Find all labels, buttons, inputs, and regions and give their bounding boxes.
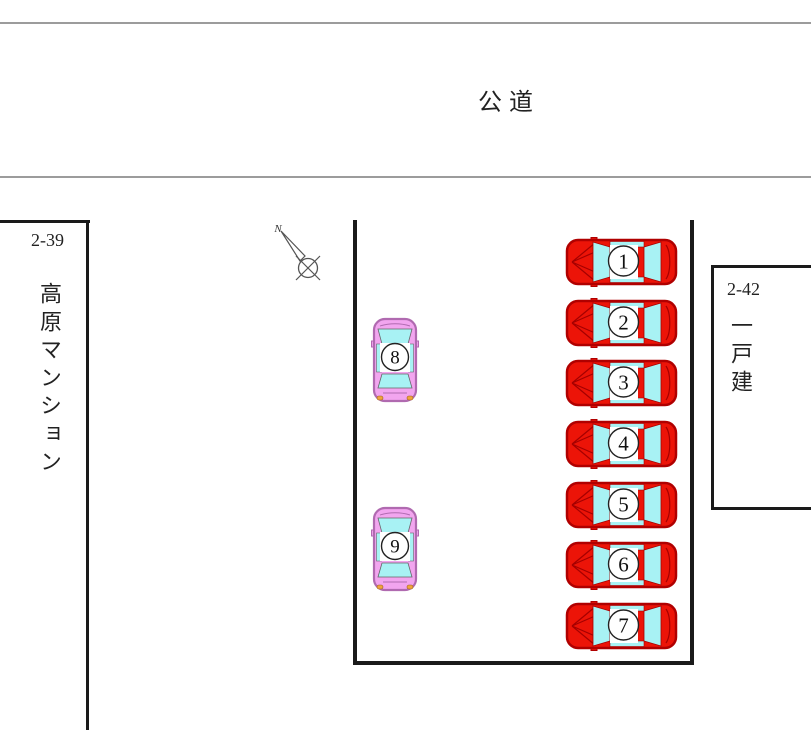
left-building-lot-number: 2-39 bbox=[31, 230, 64, 250]
lot-bottom-boundary bbox=[353, 661, 694, 665]
compass-circle bbox=[297, 257, 319, 279]
lot-right-boundary bbox=[690, 220, 694, 665]
right-building-name: 一戸建 bbox=[728, 314, 753, 398]
compass-north-arrow: N bbox=[273, 223, 321, 281]
parking-spot-car-8: 8 bbox=[371, 317, 419, 403]
parking-spot-car-5: 5 bbox=[565, 480, 678, 530]
road-edge-line-top bbox=[0, 22, 811, 24]
road-label: 公道 bbox=[478, 90, 540, 116]
left-building-top-wall bbox=[0, 220, 90, 223]
left-building-name: 高原マンション bbox=[37, 282, 62, 478]
spot-number: 5 bbox=[618, 493, 629, 517]
lot-left-boundary bbox=[353, 220, 357, 665]
parking-spot-car-2: 2 bbox=[565, 298, 678, 348]
parking-spot-car-6: 6 bbox=[565, 540, 678, 590]
parking-spot-car-7: 7 bbox=[565, 601, 678, 651]
spot-number: 1 bbox=[618, 250, 629, 274]
spot-number: 3 bbox=[618, 371, 629, 395]
compass-cross-line bbox=[295, 255, 321, 281]
spot-number: 8 bbox=[390, 348, 400, 369]
compass-north-label: N bbox=[273, 223, 282, 235]
parking-spot-car-3: 3 bbox=[565, 358, 678, 408]
road-edge-line-bottom bbox=[0, 176, 811, 178]
spot-number: 7 bbox=[618, 614, 629, 638]
right-building-outline bbox=[711, 265, 811, 510]
right-building-lot-number: 2-42 bbox=[727, 279, 760, 299]
parking-spot-car-4: 4 bbox=[565, 419, 678, 469]
spot-number: 9 bbox=[390, 537, 400, 558]
left-building-right-wall bbox=[86, 220, 89, 730]
spot-number: 6 bbox=[618, 553, 629, 577]
spot-number: 4 bbox=[618, 432, 629, 456]
parking-spot-car-1: 1 bbox=[565, 237, 678, 287]
parking-spot-car-9: 9 bbox=[371, 506, 419, 592]
spot-number: 2 bbox=[618, 311, 629, 335]
compass-needle bbox=[280, 230, 306, 262]
